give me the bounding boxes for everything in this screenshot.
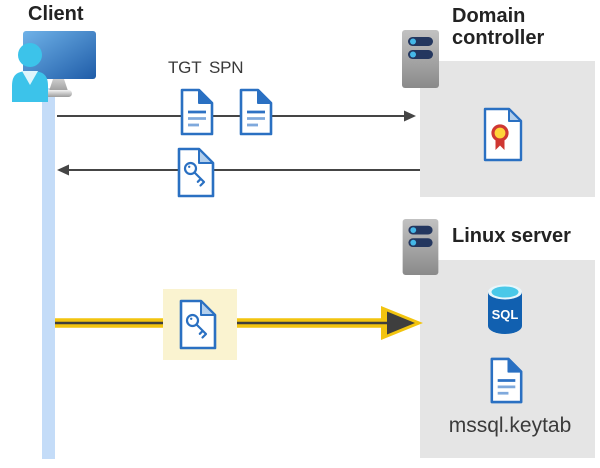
sql-badge-text: SQL (492, 307, 519, 322)
client-lifeline (42, 88, 55, 459)
key-document-highlighted-icon (179, 299, 217, 350)
client-label: Client (28, 3, 84, 25)
spn-document-icon (239, 88, 273, 136)
tgt-document-icon (180, 88, 214, 136)
spn-label: SPN (209, 58, 244, 77)
linux-server-icon (402, 219, 439, 275)
certificate-icon (483, 107, 523, 162)
keytab-document-icon (490, 357, 523, 404)
client-icon (12, 31, 96, 102)
tgt-label: TGT (168, 58, 202, 77)
monitor-base (45, 90, 72, 97)
monitor-icon (23, 31, 96, 79)
monitor-stand (49, 79, 68, 91)
domain-controller-title: Domain controller (452, 5, 545, 49)
keytab-file-label: mssql.keytab (448, 414, 572, 437)
dc-to-client-arrow (57, 164, 420, 176)
client-to-dc-arrow (57, 110, 416, 122)
key-document-icon (177, 147, 215, 198)
client-to-linux-arrow (55, 306, 423, 340)
user-icon (12, 43, 48, 102)
sql-database-icon: SQL (488, 284, 522, 334)
key-glyph (185, 313, 208, 339)
seal (491, 124, 509, 142)
domain-controller-server-icon (402, 30, 439, 88)
key-glyph (183, 161, 206, 187)
linux-server-title: Linux server (452, 225, 571, 247)
